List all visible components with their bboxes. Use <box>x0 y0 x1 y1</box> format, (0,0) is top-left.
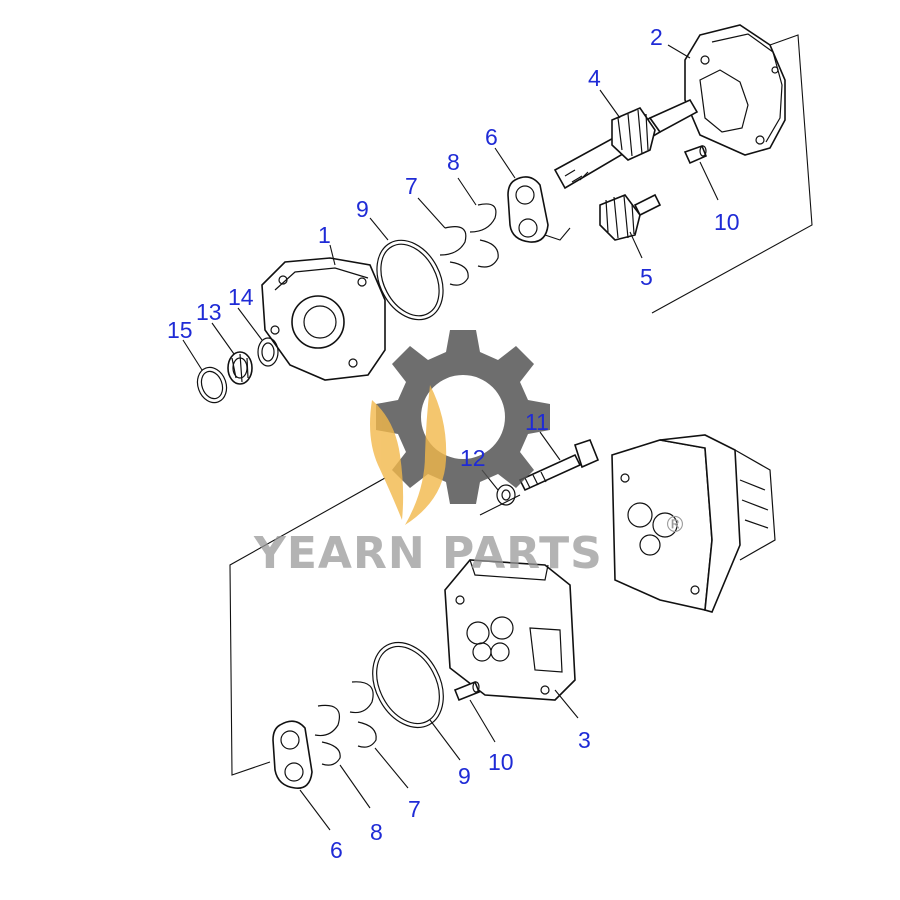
callout-7-bottom: 7 <box>408 796 421 822</box>
assembled-pump-view <box>611 434 776 613</box>
callout-3: 3 <box>578 727 591 753</box>
callout-6-top: 6 <box>485 124 498 150</box>
part-7-seal-top <box>439 226 469 286</box>
callout-9-top: 9 <box>356 196 369 222</box>
registered-mark: ® <box>664 513 686 538</box>
part-6-wear-plate-top <box>507 176 549 243</box>
part-3-gear-housing <box>444 559 576 701</box>
part-13-bearing <box>227 351 253 385</box>
callout-14: 14 <box>228 284 254 310</box>
leader-lines <box>182 44 719 831</box>
part-5-driven-gear <box>599 193 662 241</box>
part-1-front-housing <box>261 257 386 381</box>
part-14-washer <box>257 337 279 367</box>
callout-9-bottom: 9 <box>458 763 471 789</box>
part-8-backup-ring-bottom <box>314 704 341 766</box>
callout-11: 11 <box>525 409 549 435</box>
callout-10-top: 10 <box>714 209 740 235</box>
callout-10-bottom: 10 <box>488 749 514 775</box>
part-10-dowel-pin-top <box>683 144 708 165</box>
assembly-bracket-lines <box>229 34 813 776</box>
callout-4: 4 <box>588 65 601 91</box>
part-10-dowel-pin-bottom <box>453 680 481 702</box>
part-15-snap-ring <box>196 366 228 404</box>
part-4-drive-gear-shaft <box>553 98 699 190</box>
callout-7-top: 7 <box>405 173 418 199</box>
part-7-seal-bottom <box>349 681 377 748</box>
part-9-o-ring-bottom <box>372 641 444 729</box>
part-9-o-ring-top <box>376 239 444 321</box>
part-2-rear-cover <box>684 24 786 156</box>
callout-6-bottom: 6 <box>330 837 343 863</box>
part-12-washer <box>496 484 516 506</box>
flame-mark <box>370 385 447 525</box>
watermark-brand-text: YEARN PARTS <box>253 528 603 579</box>
callout-numbers: 2 4 6 8 7 9 1 14 13 15 10 5 11 12 3 10 9… <box>167 24 740 863</box>
callout-1: 1 <box>318 222 331 248</box>
callout-15: 15 <box>167 317 193 343</box>
callout-12: 12 <box>460 445 486 471</box>
watermark-logo: YEARN PARTS ® <box>253 330 686 579</box>
part-8-backup-ring-top <box>469 203 499 268</box>
part-11-bolt <box>518 439 600 492</box>
gear-icon <box>376 330 550 504</box>
callout-13: 13 <box>196 299 222 325</box>
callout-8-top: 8 <box>447 149 460 175</box>
callout-8-bottom: 8 <box>370 819 383 845</box>
callout-2: 2 <box>650 24 663 50</box>
callout-5: 5 <box>640 264 653 290</box>
part-6-wear-plate-bottom <box>272 720 313 789</box>
